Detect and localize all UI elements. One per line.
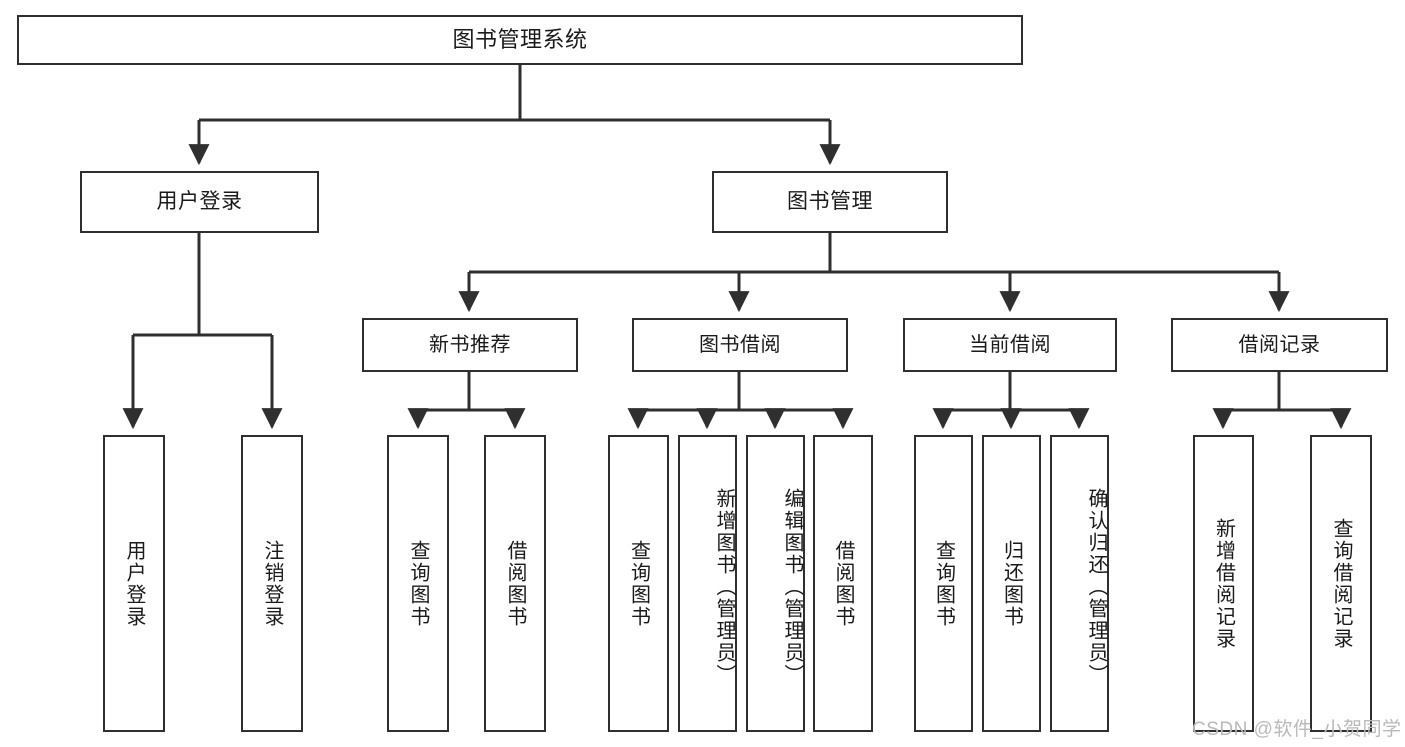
watermark-credit: CSDN @软件_小贺同学 — [1192, 719, 1402, 740]
leaf-logout-login[interactable]: 注销登录 — [241, 435, 303, 732]
node-current-borrow[interactable]: 当前借阅 — [903, 318, 1117, 372]
leaf-add-borrow-record[interactable]: 新增借阅记录 — [1193, 435, 1254, 732]
leaf-query-book-1[interactable]: 查询图书 — [387, 435, 449, 732]
leaf-user-login[interactable]: 用户登录 — [103, 435, 165, 732]
node-new-book-recommend[interactable]: 新书推荐 — [362, 318, 578, 372]
node-book-borrow[interactable]: 图书借阅 — [632, 318, 848, 372]
leaf-edit-book-admin[interactable]: 编辑图书（管理员） — [746, 435, 805, 732]
node-book-management[interactable]: 图书管理 — [712, 171, 948, 233]
node-user-login[interactable]: 用户登录 — [80, 171, 319, 233]
leaf-query-book-3[interactable]: 查询图书 — [914, 435, 973, 732]
leaf-confirm-return-admin[interactable]: 确认归还（管理员） — [1050, 435, 1109, 732]
leaf-query-borrow-record[interactable]: 查询借阅记录 — [1310, 435, 1372, 732]
leaf-return-book[interactable]: 归还图书 — [982, 435, 1041, 732]
leaf-add-book-admin[interactable]: 新增图书（管理员） — [678, 435, 737, 732]
leaf-borrow-book-1[interactable]: 借阅图书 — [484, 435, 546, 732]
node-book-management-system[interactable]: 图书管理系统 — [17, 15, 1023, 65]
leaf-borrow-book-2[interactable]: 借阅图书 — [813, 435, 873, 732]
node-borrow-record[interactable]: 借阅记录 — [1171, 318, 1388, 372]
leaf-query-book-2[interactable]: 查询图书 — [608, 435, 669, 732]
